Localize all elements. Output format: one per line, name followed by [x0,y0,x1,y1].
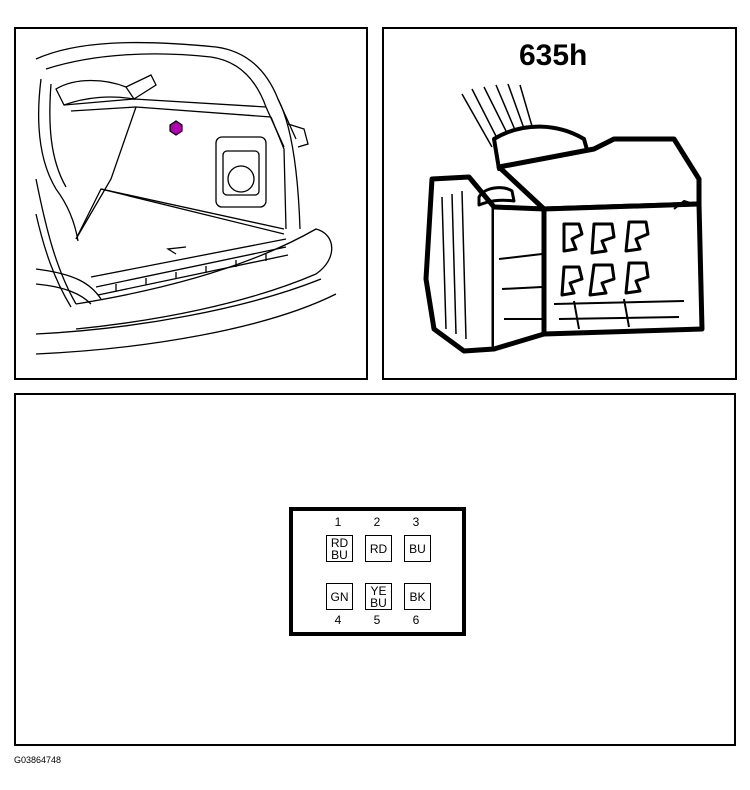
pin-number: 4 [334,613,342,627]
cargo-area-panel [14,27,368,380]
connector-panel: 635h [382,27,737,380]
pin-number: 2 [373,515,381,529]
connector-label: 635h [519,39,588,72]
pin-cavity: RD [365,535,392,562]
figure-id: G03864748 [14,755,62,765]
connector-illustration [423,83,705,354]
pin-cavity: GN [326,583,353,610]
pin-number: 1 [334,515,342,529]
component-location-marker [169,120,183,136]
cargo-area-illustration [35,41,337,355]
pin-number: 3 [412,515,420,529]
pin-cavity: BU [404,535,431,562]
pin-number: 6 [412,613,420,627]
pin-number: 5 [373,613,381,627]
pin-cavity: BK [404,583,431,610]
